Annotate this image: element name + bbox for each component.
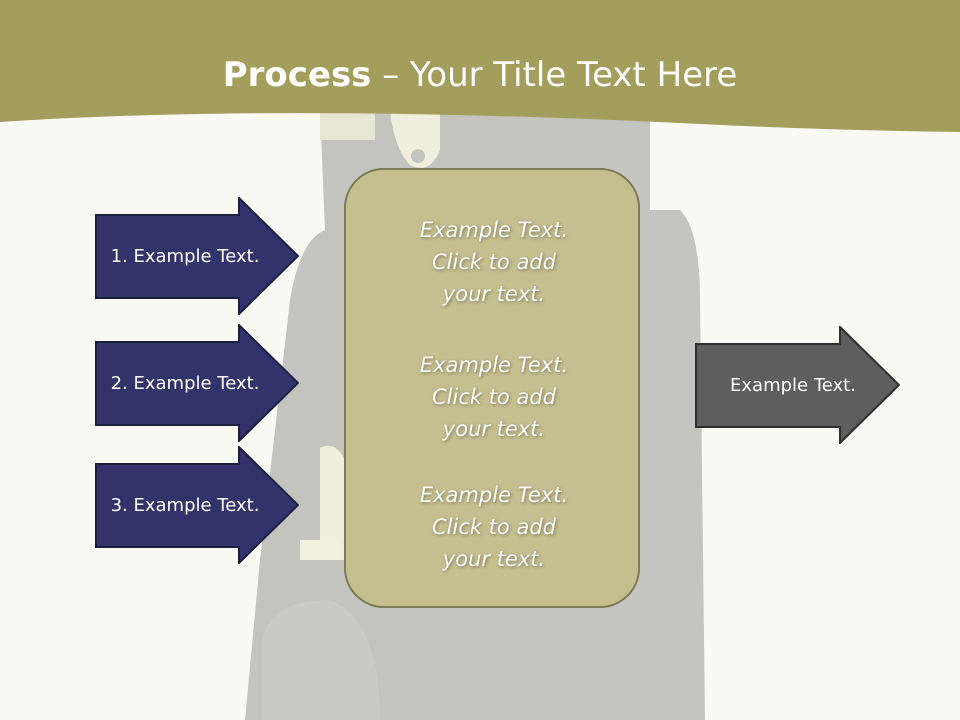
header-band <box>0 0 960 132</box>
output-arrow[interactable]: Example Text. <box>695 326 900 444</box>
block-line: Click to add <box>431 515 556 539</box>
block-line: Example Text. <box>419 353 569 377</box>
input-arrow-1[interactable]: 1. Example Text. <box>95 197 299 315</box>
block-line: Example Text. <box>419 483 569 507</box>
input-arrow-label: 2. Example Text. <box>110 372 260 394</box>
block-line: your text. <box>442 417 546 441</box>
output-arrow-label: Example Text. <box>730 374 856 396</box>
slide-title: Process – Your Title Text Here <box>0 52 960 98</box>
center-text-box[interactable]: Example Text. Click to add your text. Ex… <box>344 168 640 608</box>
input-arrow-2[interactable]: 2. Example Text. <box>95 324 299 442</box>
block-line: Click to add <box>431 250 556 274</box>
title-bold: Process <box>222 55 372 95</box>
input-arrow-label: 1. Example Text. <box>110 245 260 267</box>
right-arrow-shape <box>95 324 299 442</box>
center-text-block-3[interactable]: Example Text. Click to add your text. <box>346 479 642 575</box>
center-text-block-2[interactable]: Example Text. Click to add your text. <box>346 349 642 445</box>
block-line: your text. <box>442 547 546 571</box>
block-line: your text. <box>442 282 546 306</box>
block-line: Example Text. <box>419 218 569 242</box>
right-arrow-shape <box>95 446 299 564</box>
input-arrow-3[interactable]: 3. Example Text. <box>95 446 299 564</box>
block-line: Click to add <box>431 385 556 409</box>
input-arrow-label: 3. Example Text. <box>110 494 260 516</box>
center-text-block-1[interactable]: Example Text. Click to add your text. <box>346 214 642 310</box>
right-arrow-shape <box>695 326 900 444</box>
title-rest: – Your Title Text Here <box>371 55 738 95</box>
right-arrow-shape <box>95 197 299 315</box>
